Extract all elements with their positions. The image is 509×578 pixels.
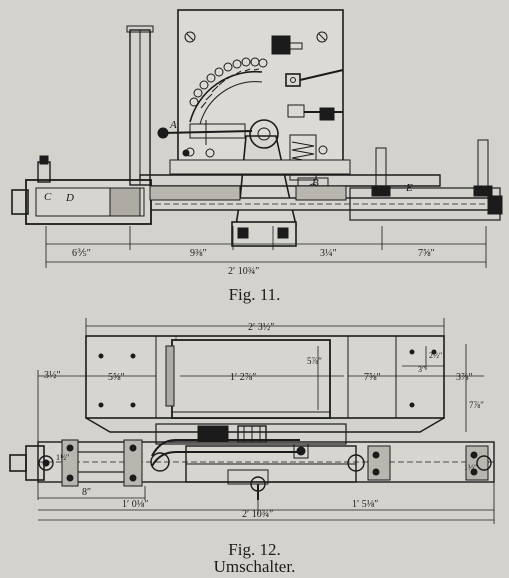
- fig11-dim-3: 3¼″: [320, 248, 337, 259]
- fig11-caption: Fig. 11.: [228, 285, 281, 304]
- fig11-label-A: A: [169, 119, 177, 131]
- fig11-cylinder: [11, 155, 152, 225]
- fig12-dim-lower-left-v: 1½″: [56, 453, 69, 462]
- fig12-top-dimension: [85, 318, 445, 338]
- fig12-subcaption: Umschalter.: [213, 557, 296, 576]
- fig12-dim-right-vertical: 7⅞″: [469, 400, 484, 410]
- fig11-lever: [162, 130, 253, 134]
- fig11-panel-screw: [184, 31, 196, 43]
- fig11-label-D: D: [65, 192, 74, 204]
- fig12-drawing: [9, 318, 495, 524]
- fig11-dim-1: 6⅗″: [72, 248, 91, 259]
- fig11-vertical-rod: [126, 25, 154, 186]
- fig12-dim-left-outer: 3½″: [44, 370, 61, 381]
- fig11-panel-screw: [318, 145, 328, 155]
- fig12-dim-left-inner: 5⅝″: [108, 372, 125, 383]
- fig12-central-mechanism: [150, 423, 357, 500]
- fig12-dim-bottom-left: 1′ 0⅛″: [122, 499, 148, 510]
- fig11-label-B: B: [312, 177, 319, 189]
- fig12-dim-bottom-right: 1′ 5⅛″: [352, 499, 378, 510]
- fig12-bottom-dimensions: [38, 482, 495, 524]
- fig11-dimension-lines: [45, 226, 487, 268]
- fig12-dim-lower-right-v: 1½″: [464, 463, 477, 472]
- fig12-dim-right-inner: 7⅝″: [364, 372, 381, 383]
- fig11-dim-total: 2′ 10¾″: [228, 266, 259, 277]
- fig11-label-C: C: [44, 191, 52, 203]
- fig12-dim-right-small-v: 2½″: [429, 351, 442, 360]
- fig11-drawing: [11, 9, 503, 268]
- fig12-dim-right-small-h: 3″: [418, 365, 425, 374]
- fig12-dim-bottom-total: 2′ 10¾″: [242, 509, 273, 520]
- fig11-coil: [271, 35, 344, 121]
- fig11-label-E: E: [405, 182, 413, 194]
- fig11-contact-arc: [189, 57, 268, 125]
- fig12-dim-lower-left: 8″: [82, 487, 91, 498]
- fig12-right-end: [347, 445, 492, 481]
- fig11-pivot: [157, 127, 169, 139]
- fig12-switch-box: [171, 339, 331, 419]
- fig12-left-end: [9, 439, 143, 487]
- fig11-dim-4: 7⅝″: [418, 248, 435, 259]
- fig12-caption: Fig. 12.: [228, 540, 281, 559]
- fig12-dim-right-outer: 3⅞″: [456, 372, 473, 383]
- fig12-dim-center: 1′ 2⅞″: [230, 372, 256, 383]
- fig11-panel-screw: [316, 31, 328, 43]
- fig12-dim-top: 2′ 3½″: [248, 322, 274, 333]
- fig11-dim-2: 9⅜″: [190, 248, 207, 259]
- fig11-right-posts: [349, 139, 503, 221]
- fig12-dim-center-vertical: 5⅞″: [307, 356, 322, 366]
